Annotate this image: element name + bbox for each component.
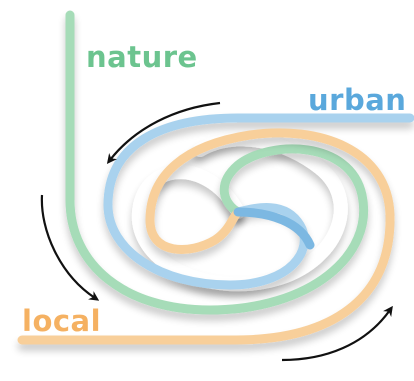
urban-inner-link xyxy=(233,207,315,250)
arrow-bottom-right xyxy=(281,305,393,362)
arrow-left xyxy=(40,194,100,301)
urban-line xyxy=(103,113,414,290)
local-label: local xyxy=(22,304,102,338)
arrow-top xyxy=(106,101,221,164)
nature-label: nature xyxy=(86,40,198,74)
nature-line xyxy=(65,10,369,315)
local-line xyxy=(17,128,395,345)
urban-label: urban xyxy=(308,83,407,117)
